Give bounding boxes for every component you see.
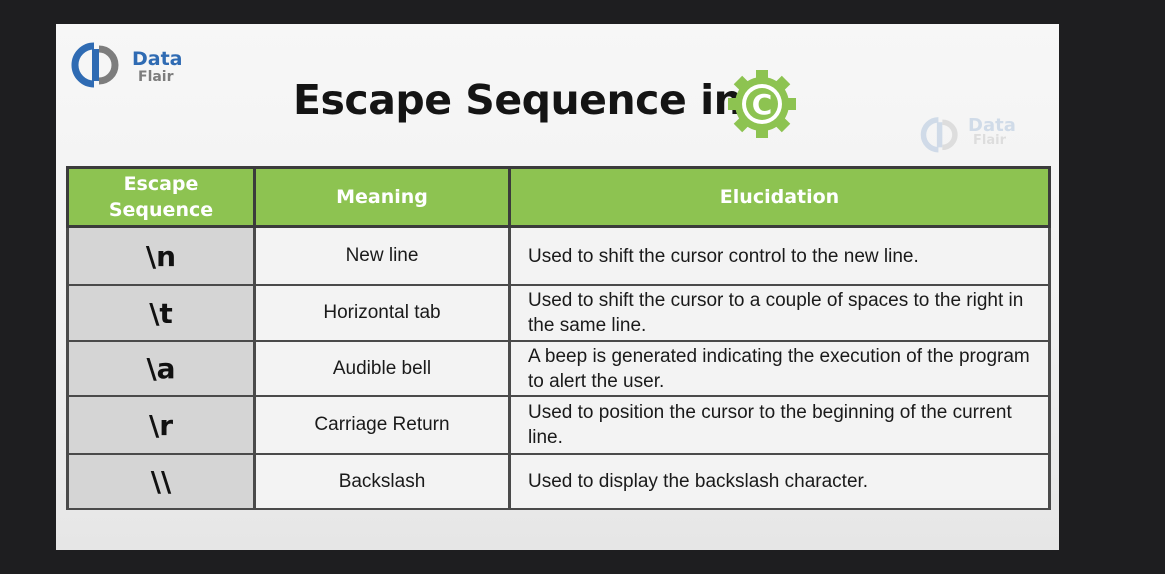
meaning-cell: Horizontal tab	[253, 284, 511, 342]
sequence-cell: \t	[66, 284, 256, 342]
c-letter: C	[752, 88, 773, 121]
meaning-cell: Backslash	[253, 453, 511, 510]
sequence-cell: \\	[66, 453, 256, 510]
logo-line1: Data	[132, 48, 183, 70]
page-title: Escape Sequence in	[293, 76, 743, 124]
sequence-cell: \n	[66, 225, 256, 286]
header-elucidation: Elucidation	[508, 166, 1051, 228]
infographic-card: Data Flair Escape Sequence in C	[56, 24, 1059, 550]
sequence-cell: \a	[66, 340, 256, 397]
table-row: \r Carriage Return Used to position the …	[66, 395, 1051, 455]
logo-line2: Flair	[138, 69, 174, 85]
header-meaning: Meaning	[253, 166, 511, 228]
elucidation-cell: Used to shift the cursor to a couple of …	[508, 284, 1051, 342]
table-row: \a Audible bell A beep is generated indi…	[66, 340, 1051, 397]
dataflair-logo: Data Flair	[68, 36, 188, 92]
elucidation-cell: A beep is generated indicating the execu…	[508, 340, 1051, 397]
elucidation-cell: Used to shift the cursor control to the …	[508, 225, 1051, 286]
watermark-line1: Data	[968, 115, 1016, 136]
table-row: \t Horizontal tab Used to shift the curs…	[66, 284, 1051, 342]
table-header-row: Escape Sequence Meaning Elucidation	[66, 166, 1051, 228]
meaning-cell: Carriage Return	[253, 395, 511, 455]
escape-sequence-table: Escape Sequence Meaning Elucidation \n N…	[66, 166, 1051, 510]
table-row: \n New line Used to shift the cursor con…	[66, 225, 1051, 286]
logo-text: Data Flair	[132, 50, 183, 86]
sequence-cell: \r	[66, 395, 256, 455]
elucidation-cell: Used to display the backslash character.	[508, 453, 1051, 510]
watermark-logo-icon	[920, 117, 958, 153]
elucidation-cell: Used to position the cursor to the begin…	[508, 395, 1051, 455]
table-row: \\ Backslash Used to display the backsla…	[66, 453, 1051, 510]
c-gear-logo-icon: C	[728, 70, 796, 138]
meaning-cell: New line	[253, 225, 511, 286]
watermark-top-right: Data Flair	[918, 112, 1038, 158]
dataflair-logo-icon	[71, 42, 119, 88]
watermark-line2: Flair	[973, 133, 1006, 148]
header-escape-sequence: Escape Sequence	[66, 166, 256, 228]
meaning-cell: Audible bell	[253, 340, 511, 397]
